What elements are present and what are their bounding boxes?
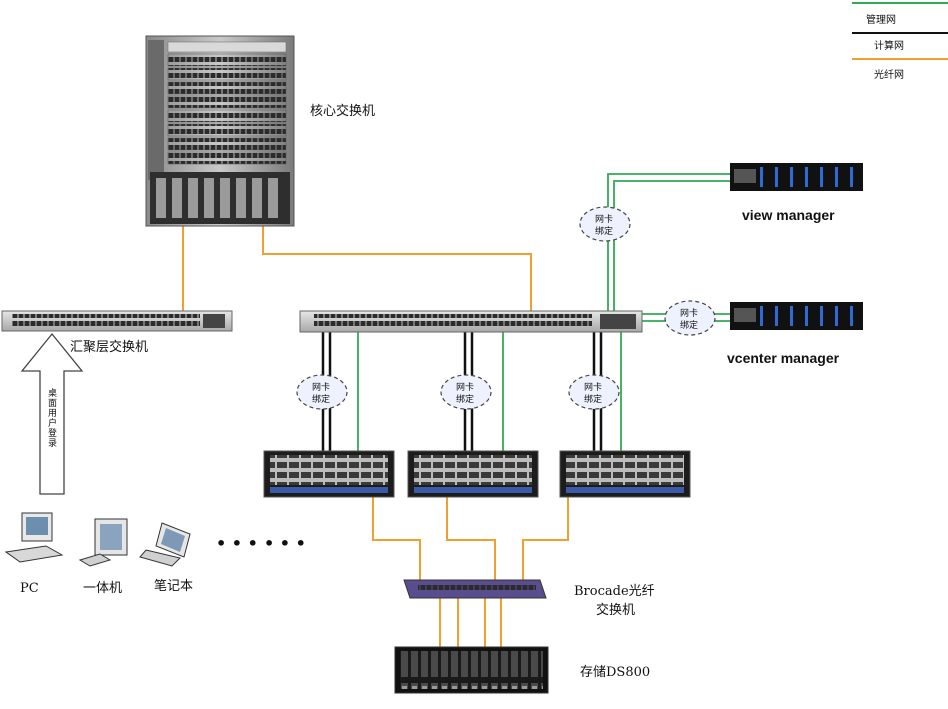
core-switch-chassis bbox=[145, 35, 295, 227]
access-switch bbox=[299, 310, 643, 333]
nic-bond-label-line1: 网卡 bbox=[680, 309, 699, 319]
blade-server-2 bbox=[407, 450, 539, 498]
ellipsis-2: • • • bbox=[264, 534, 306, 553]
aggregation-switch bbox=[1, 310, 233, 332]
brocade-label-line1: Brocade光纤 bbox=[574, 584, 655, 599]
nic-bond-ellipses bbox=[296, 206, 716, 410]
nic-bond-label-line2: 绑定 bbox=[680, 321, 699, 331]
laptop-device bbox=[139, 522, 191, 567]
blade-server-1 bbox=[263, 450, 395, 498]
nic-bond-label-line2: 绑定 bbox=[595, 227, 614, 237]
view-manager-label: view manager bbox=[742, 207, 835, 223]
nic-bond-label-line2: 绑定 bbox=[456, 395, 475, 405]
nic-bond-label-line1: 网卡 bbox=[584, 383, 603, 393]
storage-label: 存储DS800 bbox=[580, 665, 651, 680]
all-in-one-device bbox=[78, 518, 128, 567]
nic-bond-label-line1: 网卡 bbox=[456, 383, 475, 393]
arrow-text: 桌面用户登录 bbox=[46, 388, 56, 448]
pc-device bbox=[4, 512, 64, 563]
nic-bond-label-line2: 绑定 bbox=[584, 395, 603, 405]
client-label-pc: PC bbox=[20, 581, 39, 596]
blade-server-3 bbox=[559, 450, 691, 498]
client-label-laptop: 笔记本 bbox=[154, 579, 194, 594]
brocade-label-line2: 交换机 bbox=[596, 603, 636, 618]
user-login-arrow bbox=[20, 332, 84, 495]
vcenter-manager-server bbox=[730, 302, 863, 330]
brocade-fiber-switch bbox=[403, 579, 547, 599]
ellipsis-1: • • • bbox=[216, 534, 258, 553]
fiber-links bbox=[182, 226, 569, 647]
view-manager-server bbox=[730, 163, 863, 191]
nic-bond-label-line1: 网卡 bbox=[595, 215, 614, 225]
storage-array bbox=[394, 646, 549, 694]
nic-bond-label-line2: 绑定 bbox=[312, 395, 331, 405]
legend-label-fiber: 光纤网 bbox=[874, 70, 904, 81]
core-switch-label: 核心交换机 bbox=[310, 104, 376, 119]
legend-label-management: 管理网 bbox=[866, 15, 896, 26]
client-label-all-in-one: 一体机 bbox=[83, 581, 123, 596]
vcenter-manager-label: vcenter manager bbox=[727, 350, 840, 366]
aggregation-switch-label: 汇聚层交换机 bbox=[70, 340, 149, 355]
nic-bond-label-line1: 网卡 bbox=[312, 383, 331, 393]
legend-label-compute: 计算网 bbox=[874, 41, 904, 52]
